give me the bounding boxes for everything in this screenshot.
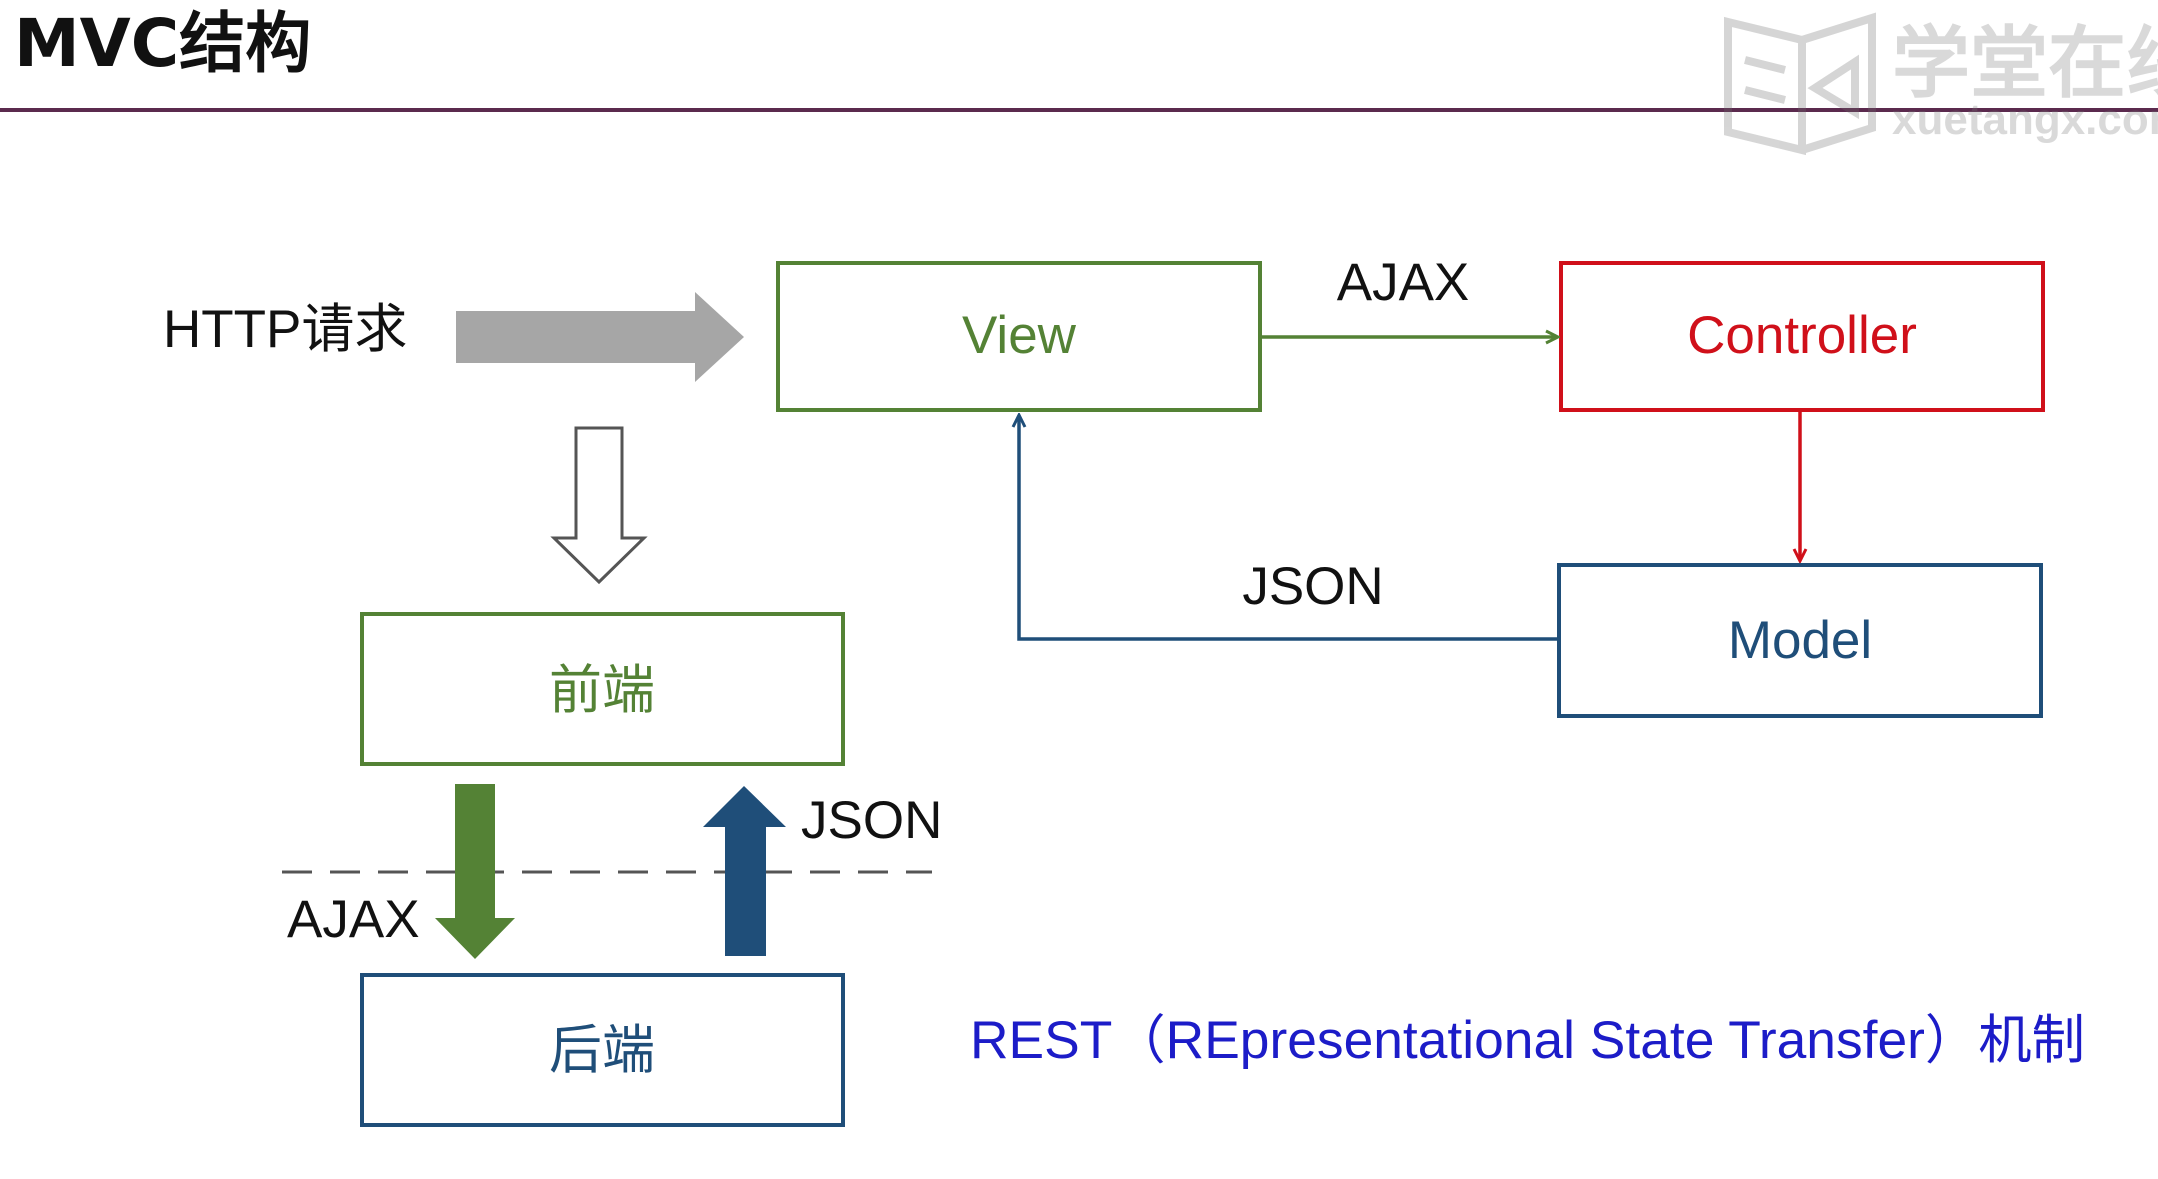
hollow-down-arrow [550,426,648,585]
ajax-down-label: AJAX [287,890,420,949]
view-label: View [962,306,1077,365]
controller-box [1559,261,2045,412]
rest-caption: REST（REpresentational State Transfer）机制 [970,1011,2085,1070]
model-to-view-arrow [1019,416,1558,641]
page-title: MVC结构 [14,5,311,82]
json-up-arrow [703,786,786,956]
model-label: Model [1728,611,1872,670]
http-request-arrow [456,292,744,382]
http-request-label: HTTP请求 [163,300,407,359]
backend-box [360,973,845,1127]
controller-label: Controller [1687,306,1917,365]
frontend-box [360,612,845,766]
model-to-view-label: JSON [1242,557,1383,616]
backend-label: 后端 [549,1021,655,1080]
watermark-text-cn: 学堂在线 [1892,19,2158,107]
open-book-logo-icon [1724,12,1876,156]
ajax-down-arrow [435,784,515,959]
json-up-label: JSON [801,791,942,850]
frontend-label: 前端 [549,661,655,720]
view-box [776,261,1262,412]
watermark-text-en: xuetangx.com [1892,95,2158,144]
model-box [1557,563,2043,718]
watermark-logo: 学堂在线 xuetangx.com [1724,12,2158,156]
view-to-controller-label: AJAX [1337,253,1470,312]
